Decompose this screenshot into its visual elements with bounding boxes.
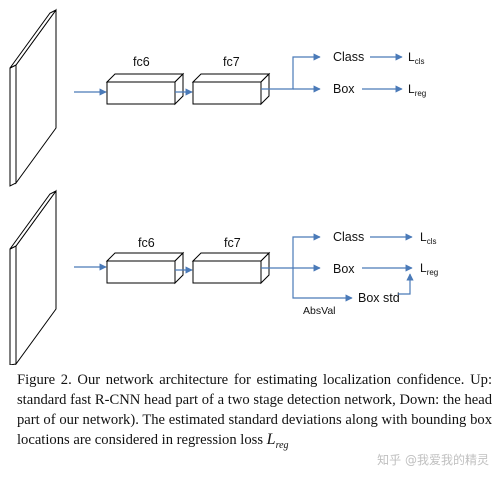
bottom-loss-reg: Lreg bbox=[420, 261, 438, 277]
bottom-fc7-box bbox=[191, 251, 271, 285]
top-loss-cls: Lcls bbox=[408, 50, 424, 66]
bottom-arrow-std-loss bbox=[398, 273, 414, 295]
watermark: 知乎 @我爱我的精灵 bbox=[377, 453, 489, 467]
bottom-feature-map bbox=[9, 189, 57, 365]
bottom-diagram: fc6 fc7 Class Box AbsVal Box std Lcls Lr… bbox=[9, 189, 438, 365]
bottom-absval-label: AbsVal bbox=[303, 305, 336, 317]
bottom-box-label: Box bbox=[333, 262, 355, 276]
bottom-fc7-label: fc7 bbox=[224, 236, 241, 250]
top-diagram: fc6 fc7 Class Box Lcls Lreg bbox=[9, 8, 426, 187]
architecture-figure: fc6 fc7 Class Box Lcls Lreg bbox=[9, 8, 438, 365]
top-fc7-box bbox=[191, 72, 271, 106]
top-class-label: Class bbox=[333, 50, 364, 64]
bottom-fc6-label: fc6 bbox=[138, 236, 155, 250]
bottom-fc6-box bbox=[105, 251, 185, 285]
caption-math-lreg: Lreg bbox=[266, 431, 289, 452]
caption-text: Figure 2. Our network architecture for e… bbox=[17, 372, 492, 448]
figure-caption: Figure 2. Our network architecture for e… bbox=[17, 370, 492, 456]
top-fc6-box bbox=[105, 72, 185, 106]
top-fc6-label: fc6 bbox=[133, 55, 150, 69]
top-feature-map bbox=[9, 8, 57, 187]
bottom-loss-cls: Lcls bbox=[420, 230, 436, 246]
bottom-arrow-to-class bbox=[261, 233, 321, 269]
top-fc7-label: fc7 bbox=[223, 55, 240, 69]
bottom-class-label: Class bbox=[333, 230, 364, 244]
bottom-box-std-label: Box std bbox=[358, 291, 400, 305]
top-loss-reg: Lreg bbox=[408, 82, 426, 98]
top-box-label: Box bbox=[333, 82, 355, 96]
top-arrow-to-class bbox=[261, 53, 321, 90]
bottom-arrow-to-box-std bbox=[292, 268, 353, 302]
